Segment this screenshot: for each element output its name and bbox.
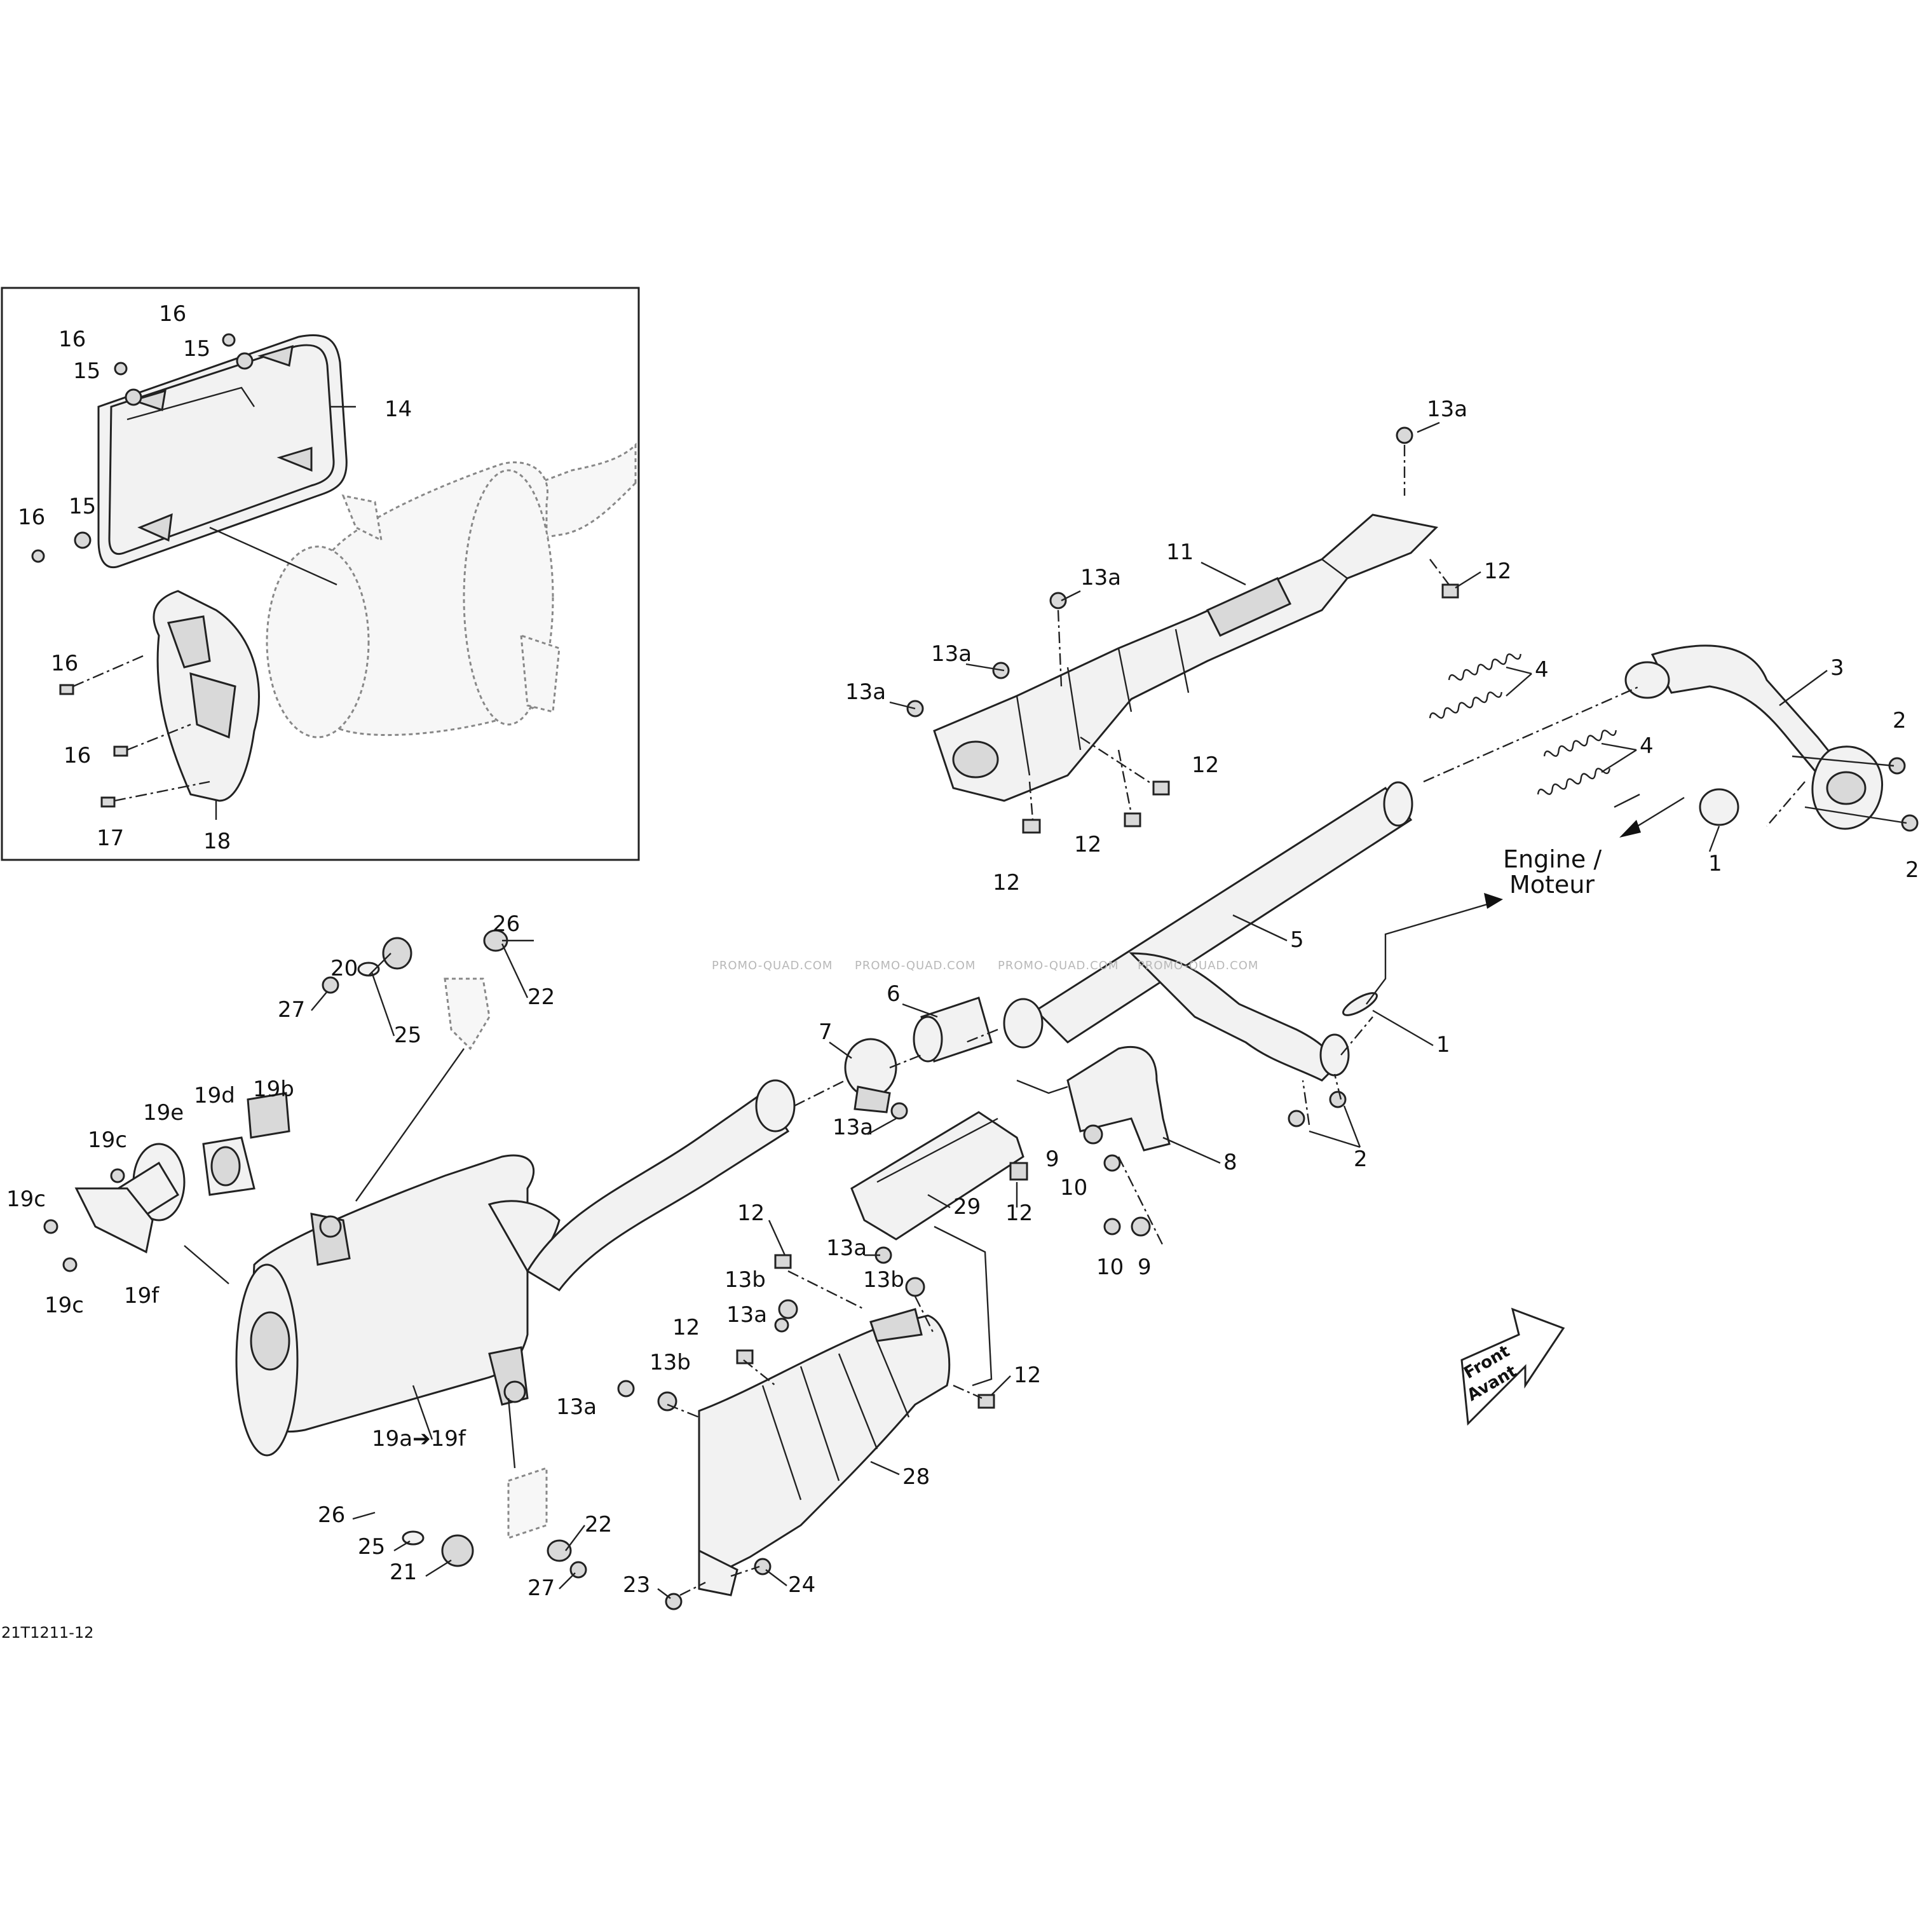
callout-13b: 13b	[724, 1267, 766, 1293]
callout-27: 27	[278, 997, 305, 1023]
callout-13a: 13a	[1427, 397, 1467, 422]
heat-shield-front	[1066, 1045, 1171, 1152]
callout-14: 14	[384, 397, 412, 422]
callout-10: 10	[1060, 1175, 1087, 1201]
callout-19d: 19d	[194, 1083, 235, 1108]
callout-4: 4	[1640, 733, 1654, 759]
callout-19c: 19c	[88, 1127, 127, 1153]
front-direction-arrow: Front Avant	[1460, 1307, 1565, 1426]
callout-13a: 13a	[833, 1115, 873, 1140]
watermark-text: PROMO-QUAD.COM	[855, 959, 976, 972]
engine-label-line1: Engine /	[1503, 845, 1602, 873]
callout-19e: 19e	[143, 1100, 184, 1126]
callout-13a: 13a	[826, 1235, 867, 1261]
watermarks: PROMO-QUAD.COM PROMO-QUAD.COM PROMO-QUAD…	[712, 959, 1258, 972]
callout-19f: 19f	[124, 1283, 160, 1309]
callout-27: 27	[527, 1575, 555, 1601]
callout-7: 7	[819, 1019, 833, 1045]
callout-22: 22	[527, 984, 555, 1010]
callout-13a: 13a	[726, 1302, 767, 1328]
inset-detail-box	[1, 287, 640, 861]
callout-12: 12	[1005, 1201, 1033, 1226]
callout-9: 9	[1138, 1255, 1152, 1280]
callout-9: 9	[1045, 1146, 1059, 1172]
callout-12: 12	[1014, 1363, 1041, 1388]
callout-19c: 19c	[44, 1293, 84, 1318]
callout-23: 23	[623, 1572, 650, 1598]
callout-16: 16	[64, 743, 91, 768]
callout-2: 2	[1905, 857, 1919, 883]
callout-15: 15	[73, 358, 100, 384]
engine-label-line2: Moteur	[1509, 871, 1595, 899]
main-assembly	[43, 426, 1919, 1610]
callout-24: 24	[788, 1572, 815, 1598]
callout-3: 3	[1830, 655, 1844, 681]
head-pipe-rear	[1650, 644, 1845, 783]
callout-15: 15	[183, 336, 210, 362]
heat-shield-upper	[933, 514, 1439, 802]
callout-15: 15	[69, 494, 96, 519]
callout-labels: 16 15 16 15 14 16 15 16 16 17 18 13a 11 …	[6, 301, 1919, 1601]
callout-11: 11	[1166, 540, 1194, 565]
callout-4: 4	[1535, 657, 1549, 683]
callout-12: 12	[993, 870, 1020, 895]
mid-pipe	[1034, 787, 1413, 1044]
callout-22: 22	[585, 1512, 612, 1537]
callout-6: 6	[887, 981, 901, 1007]
callout-13a: 13a	[931, 641, 972, 667]
heat-shield-muffler	[698, 1314, 951, 1577]
callout-18: 18	[203, 829, 231, 854]
callout-12: 12	[737, 1201, 765, 1226]
callout-13a: 13a	[556, 1394, 597, 1420]
muffler-assembly-label: 19a➔19f	[372, 1426, 466, 1452]
callout-13a: 13a	[1080, 565, 1121, 590]
callout-10: 10	[1096, 1255, 1124, 1280]
callout-17: 17	[97, 826, 124, 851]
callout-12: 12	[1074, 832, 1101, 857]
watermark-text: PROMO-QUAD.COM	[1138, 959, 1258, 972]
callout-8: 8	[1223, 1150, 1237, 1175]
callout-16: 16	[159, 301, 186, 327]
callout-13b: 13b	[650, 1350, 691, 1375]
callout-2: 2	[1354, 1146, 1368, 1172]
callout-1: 1	[1436, 1032, 1450, 1058]
callout-28: 28	[902, 1464, 930, 1490]
callout-5: 5	[1290, 927, 1304, 953]
callout-26: 26	[318, 1502, 345, 1528]
callout-13b: 13b	[863, 1267, 904, 1293]
callout-25: 25	[394, 1023, 421, 1048]
callout-25: 25	[358, 1534, 385, 1560]
callout-1: 1	[1708, 851, 1722, 876]
callout-21: 21	[390, 1560, 417, 1585]
callout-12: 12	[672, 1315, 700, 1340]
callout-12: 12	[1192, 752, 1219, 778]
callout-16: 16	[18, 505, 45, 530]
callout-13a: 13a	[845, 679, 886, 705]
drawing-code: 21T1211-12	[1, 1624, 93, 1642]
watermark-text: PROMO-QUAD.COM	[998, 959, 1119, 972]
callout-19c: 19c	[6, 1187, 46, 1212]
watermark-text: PROMO-QUAD.COM	[712, 959, 833, 972]
callout-29: 29	[953, 1194, 981, 1220]
callout-20: 20	[330, 956, 358, 981]
callout-12: 12	[1484, 559, 1511, 584]
callout-2: 2	[1893, 708, 1907, 733]
callout-19b: 19b	[253, 1077, 294, 1102]
engine-arrows: Engine / Moteur	[1366, 796, 1685, 1005]
callout-16: 16	[51, 651, 78, 676]
callout-16: 16	[58, 327, 86, 352]
callout-26: 26	[493, 911, 520, 937]
